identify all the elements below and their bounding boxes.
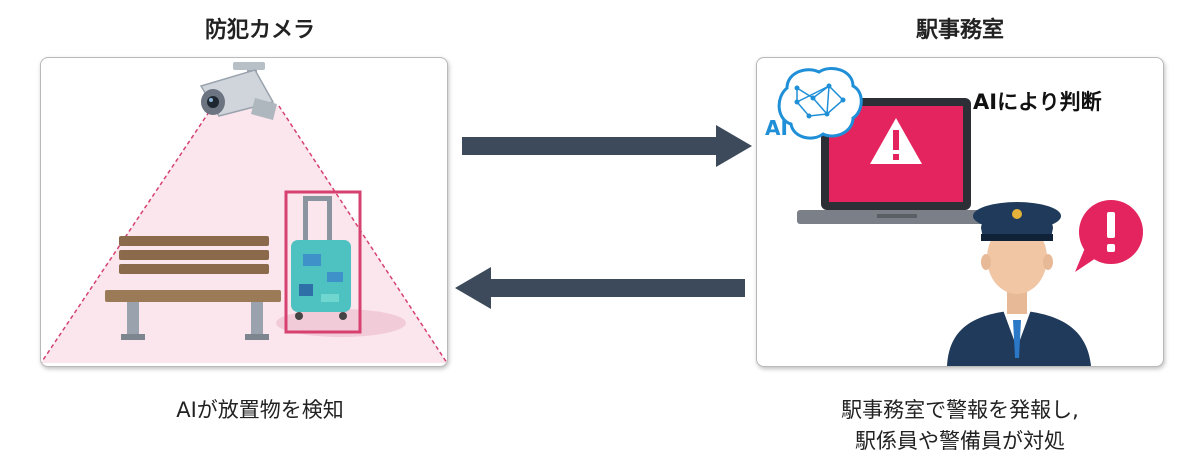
camera-caption: AIが放置物を検知 [176,398,344,422]
view-edge-right [278,105,447,364]
ai-judgement-label: AIにより判断 [973,90,1102,114]
bench-icon [105,236,281,340]
ai-brain-label: AI [765,116,788,140]
arrow-left [455,267,745,309]
station-caption-line2: 駅係員や警備員が対処 [855,429,1065,453]
station-office-panel-title: 駅事務室 [915,18,1004,43]
camera-panel [40,57,448,367]
camera-panel-title: 防犯カメラ [204,18,315,43]
camera-scene [41,62,447,364]
alert-bubble-icon [1075,200,1143,272]
security-camera-icon [199,62,277,120]
suitcase-icon [291,196,351,320]
station-office-panel: AI AIにより判断 [756,57,1164,367]
arrow-right [462,125,752,167]
ai-brain-icon [777,67,863,140]
station-caption-line1: 駅事務室で警報を発報し, [841,398,1079,422]
station-office-scene [777,67,1143,366]
detection-box [284,190,362,334]
warning-icon [870,118,922,164]
view-edge-left [41,105,214,364]
station-staff-icon [947,202,1091,366]
floor-shadow [276,309,406,337]
